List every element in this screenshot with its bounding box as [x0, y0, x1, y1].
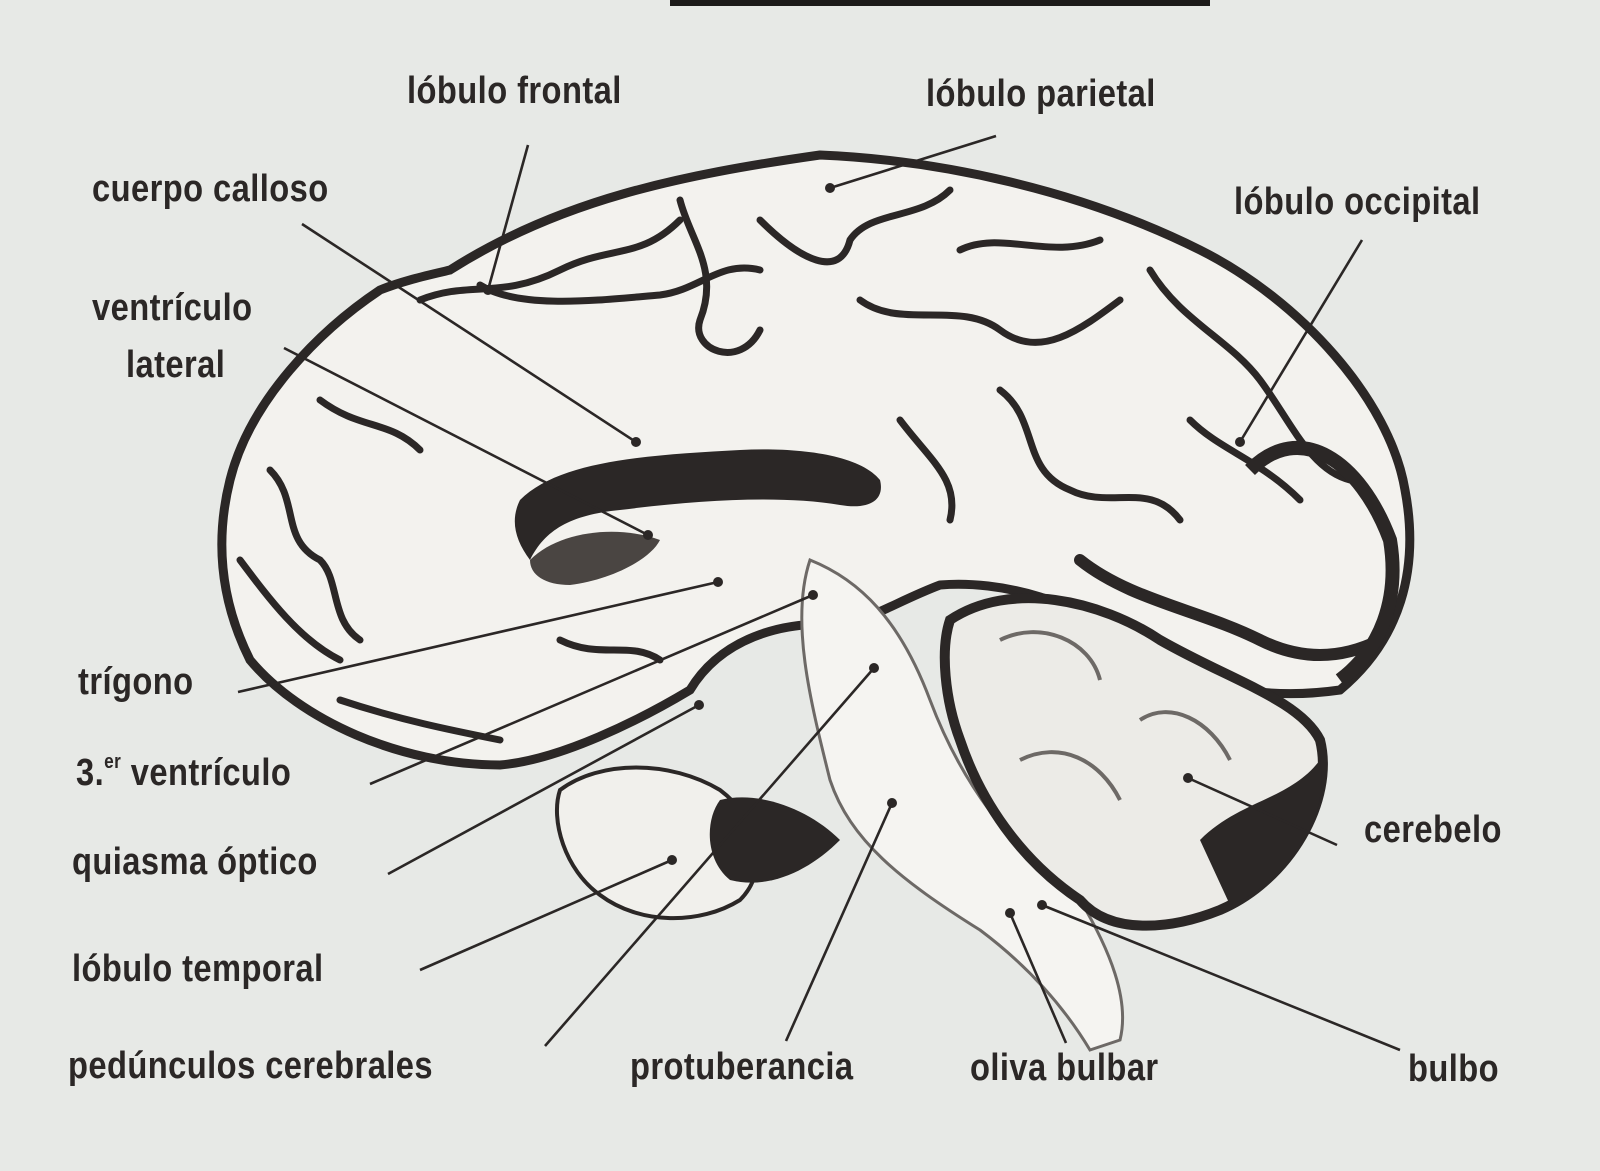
pointer-dot-trigono — [713, 577, 723, 587]
pointer-dot-pedunculos-cerebrales — [869, 663, 879, 673]
label-lobulo-parietal: lóbulo parietal — [926, 73, 1156, 115]
pointer-dot-oliva-bulbar — [1005, 908, 1015, 918]
leader-lobulo-parietal — [829, 134, 997, 190]
gyri-texture — [236, 186, 1386, 744]
leader-protuberancia — [784, 802, 894, 1042]
label-pedunculos-cerebrales: pedúnculos cerebrales — [68, 1045, 434, 1087]
label-cerebelo: cerebelo — [1364, 809, 1502, 851]
leader-tercer-ventriculo — [369, 593, 814, 786]
leader-oliva-bulbar — [1008, 912, 1068, 1044]
leader-lobulo-occipital — [1238, 239, 1364, 443]
pointer-dot-bulbo — [1037, 900, 1047, 910]
label-oliva-bulbar: oliva bulbar — [970, 1047, 1159, 1089]
leader-cerebelo — [1187, 776, 1338, 847]
label-trigono: trígono — [78, 661, 194, 703]
top-paper-edge — [670, 0, 1210, 6]
leader-pedunculos-cerebrales — [544, 667, 875, 1047]
label-quiasma-optico: quiasma óptico — [72, 841, 318, 883]
temporal-lobe-shape — [555, 765, 760, 921]
label-lobulo-frontal: lóbulo frontal — [407, 70, 622, 112]
label-cuerpo-calloso: cuerpo calloso — [92, 168, 329, 210]
occipital-rim — [1245, 440, 1400, 686]
leader-trigono — [237, 580, 719, 694]
label-ventriculo-lateral-line2: lateral — [126, 344, 226, 386]
pointer-dot-quiasma-optico — [694, 700, 704, 710]
pointer-dot-lobulo-parietal — [825, 183, 835, 193]
leader-lobulo-frontal — [486, 144, 530, 291]
leader-quiasma-optico — [387, 703, 700, 876]
leader-lobulo-temporal — [419, 858, 673, 972]
brainstem-shape — [800, 558, 1125, 1052]
pointer-dot-lobulo-frontal — [483, 285, 493, 295]
pointer-dot-cerebelo — [1183, 773, 1193, 783]
label-lobulo-occipital: lóbulo occipital — [1234, 181, 1481, 223]
label-tercer-ventriculo-number: 3. — [76, 752, 105, 794]
label-bulbo: bulbo — [1408, 1048, 1500, 1090]
label-tercer-ventriculo-ordinal: er — [104, 751, 122, 773]
leader-cuerpo-calloso — [301, 222, 637, 444]
pointer-dot-protuberancia — [887, 798, 897, 808]
leader-lines — [237, 134, 1401, 1052]
peduncle-dark-shape — [709, 797, 840, 883]
label-tercer-ventriculo-word: ventrículo — [130, 752, 292, 794]
leader-ventriculo-lateral — [283, 346, 649, 537]
corpus-callosum-shape — [514, 449, 881, 560]
label-tercer-ventriculo: 3.er ventrículo — [76, 751, 292, 794]
cerebellum-folia — [999, 630, 1232, 801]
leader-bulbo — [1041, 903, 1401, 1052]
label-lobulo-temporal: lóbulo temporal — [72, 948, 324, 990]
pointer-dot-ventriculo-lateral — [643, 530, 653, 540]
pointer-dot-lobulo-occipital — [1235, 437, 1245, 447]
pointer-dot-cuerpo-calloso — [631, 437, 641, 447]
pointer-dot-tercer-ventriculo — [808, 590, 818, 600]
label-protuberancia: protuberancia — [630, 1046, 854, 1088]
label-ventriculo-lateral-line1: ventrículo — [92, 287, 253, 329]
cerebellum-dark-edge — [1200, 760, 1322, 905]
lateral-ventricle-shape — [530, 531, 660, 585]
pointer-dot-lobulo-temporal — [667, 855, 677, 865]
